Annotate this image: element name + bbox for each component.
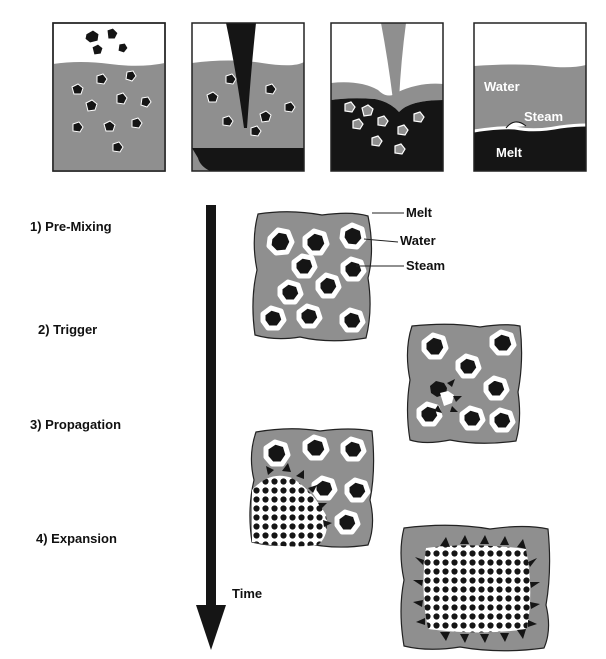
premixing-blob [253,212,404,341]
top-panel-4-melt-label: Melt [496,145,523,160]
legend-water: Water [400,233,436,248]
legend-melt: Melt [406,205,433,220]
top-panel-1 [53,23,165,171]
top-panel-3 [331,23,443,171]
time-label: Time [232,586,262,601]
expansion-blob [401,525,550,651]
top-panel-4-water-label: Water [484,79,520,94]
stage-label-propagation: 3) Propagation [30,417,121,432]
stage-label-trigger: 2) Trigger [38,322,97,337]
stage-label-premixing: 1) Pre-Mixing [30,219,112,234]
top-panel-4-steam-label: Steam [524,109,563,124]
top-panel-2 [192,23,304,171]
legend-steam: Steam [406,258,445,273]
time-arrow [196,205,226,650]
propagation-blob [250,429,374,547]
stage-label-expansion: 4) Expansion [36,531,117,546]
top-panel-4: Water Steam Melt [474,23,586,171]
trigger-blob [407,324,521,443]
